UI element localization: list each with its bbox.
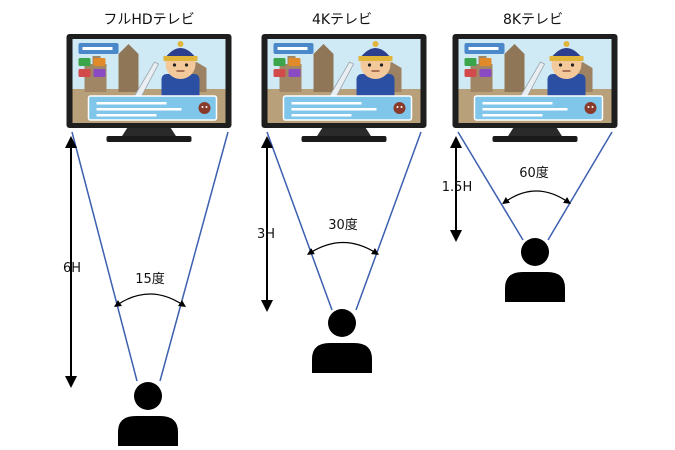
- sight-line-left: [71, 131, 138, 382]
- panel-4k: 4Kテレビ 30度 3H: [257, 12, 427, 373]
- panel-8k: 8Kテレビ 60度 1.5H: [442, 12, 618, 302]
- panel-fullhd: フルHDテレビ 15度 6H: [63, 12, 232, 446]
- person-icon: [312, 309, 372, 373]
- panel-title: 8Kテレビ: [503, 12, 563, 28]
- sight-line-left: [266, 131, 333, 311]
- distance-label: 6H: [63, 261, 81, 276]
- sight-line-right: [547, 131, 613, 241]
- distance-label: 1.5H: [442, 180, 472, 195]
- angle-arc: [502, 190, 571, 205]
- tv-illustration-icon: [261, 34, 427, 143]
- tv-illustration-icon: [452, 34, 618, 143]
- sight-line-right: [159, 131, 229, 382]
- angle-arc: [306, 242, 380, 255]
- angle-label: 15度: [135, 271, 165, 287]
- angle-arc: [114, 293, 186, 307]
- person-icon: [118, 382, 178, 446]
- sight-line-right: [355, 131, 422, 311]
- person-icon: [505, 238, 565, 302]
- angle-label: 60度: [519, 165, 549, 181]
- sight-line-left: [457, 131, 524, 241]
- distance-label: 3H: [257, 227, 275, 242]
- tv-illustration-icon: [66, 34, 232, 143]
- panel-title: 4Kテレビ: [312, 12, 372, 28]
- panel-title: フルHDテレビ: [103, 12, 194, 28]
- angle-label: 30度: [328, 217, 358, 233]
